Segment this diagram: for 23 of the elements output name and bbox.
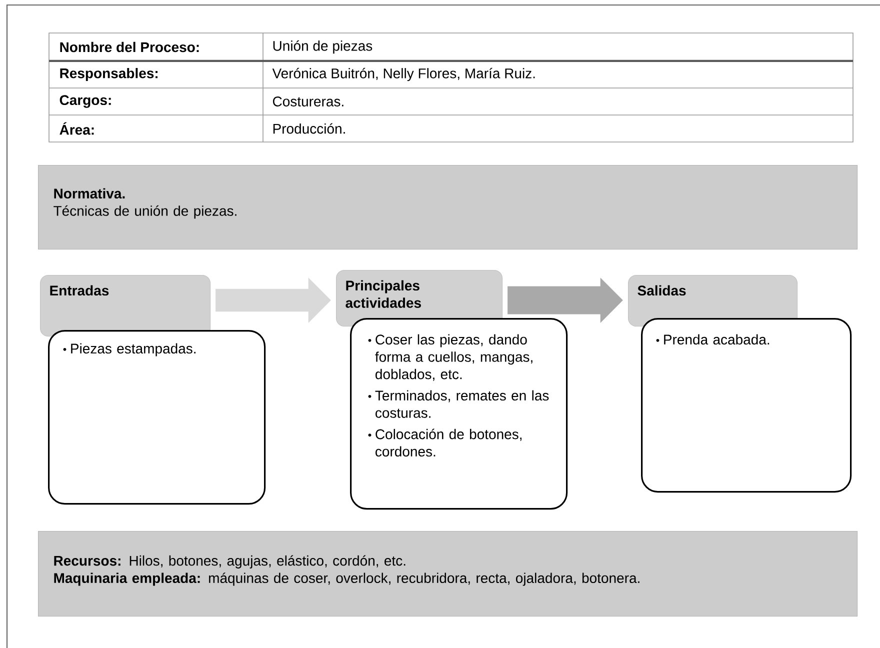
table-cell: Nombre del Proceso: [60,42,199,52]
bullet-item: Prenda acabada. [656,334,770,345]
content-box [48,330,266,505]
bullet-item: Colocación de botones, cordones. [368,428,522,457]
content-box [641,318,852,493]
header-box: Entradas [40,275,211,337]
info-band [38,165,858,250]
table-cell: Costureras. [272,96,344,106]
table-cell: Área: [60,122,94,135]
info-band [38,531,858,617]
table-cell: Cargos: [60,95,111,108]
table-cell: Verónica Buitrón, Nelly Flores, María Ruiz. [272,68,535,82]
bullet-item: Terminados, remates en las costuras. [368,390,549,418]
band-text: Normativa. [54,188,125,199]
bullet-item: Piezas estampadas. [63,343,196,356]
content-box [350,318,568,510]
band-text: Técnicas de unión de piezas. [54,205,236,219]
table-cell: Unión de piezas [273,40,372,54]
bullet-item: Coser las piezas, dando forma a cuellos, mangas, doblados, etc. [368,334,532,381]
band-text: Recursos: Hilos, botones, agujas, elástico, cordón, etc. [54,555,406,568]
table-cell: Responsables: [60,68,158,82]
band-text: Maquinaria empleada: máquinas de coser, overlock, recubridora, recta, ojaladora, botonera. [54,572,640,586]
table-cell: Producción. [273,123,345,134]
